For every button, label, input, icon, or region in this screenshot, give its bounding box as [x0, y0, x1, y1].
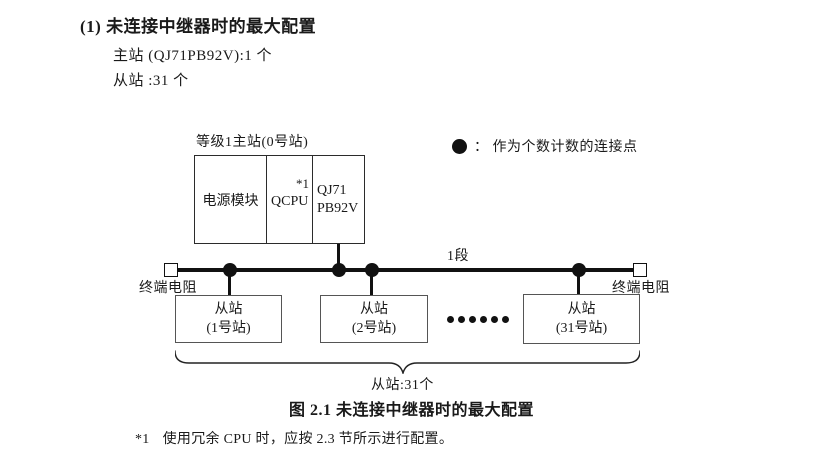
section-heading: (1) 未连接中继器时的最大配置 — [80, 17, 317, 36]
power-module-cell: 电源模块 — [195, 156, 266, 243]
footnote-text: 使用冗余 CPU 时，应按 2.3 节所示进行配置。 — [162, 432, 454, 447]
cpu-module-cell: *1 QCPU — [266, 156, 312, 243]
slave-number: (1号站) — [206, 321, 251, 336]
figure-caption: 图 2.1 未连接中继器时的最大配置 — [289, 402, 535, 419]
segment-label: 1段 — [447, 249, 469, 264]
cpu-footnote-marker: *1 — [296, 176, 309, 191]
legend-text: ： 作为个数计数的连接点 — [474, 140, 638, 155]
slave2-drop-line — [370, 270, 373, 296]
connection-dot-icon — [332, 263, 346, 277]
master-drop-line — [337, 244, 340, 270]
spec-slave-count: 从站 :31 个 — [113, 73, 189, 89]
slave-station-box-1: 从站 (1号站) — [175, 295, 282, 343]
slave-number: (31号站) — [555, 321, 608, 336]
footnote-marker: *1 — [135, 432, 150, 447]
slave-station-box-2: 从站 (2号站) — [320, 295, 428, 343]
slave-number: (2号站) — [351, 321, 397, 336]
terminator-left-icon — [164, 263, 178, 277]
cpu-module-label: QCPU — [271, 194, 309, 209]
terminator-right-icon — [633, 263, 647, 277]
connection-dot-icon — [365, 263, 379, 277]
terminator-right-label: 终端电阻 — [612, 281, 670, 296]
footnote: *1 使用冗余 CPU 时，应按 2.3 节所示进行配置。 — [135, 428, 453, 448]
slave-label: 从站 — [567, 302, 596, 317]
pb92v-module-cell: QJ71 PB92V — [312, 156, 362, 243]
legend: ： 作为个数计数的连接点 — [452, 136, 638, 156]
connection-dot-icon — [223, 263, 237, 277]
terminator-left-label: 终端电阻 — [139, 281, 197, 296]
connection-dot-icon — [572, 263, 586, 277]
slave31-drop-line — [577, 270, 580, 295]
ellipsis-dots-icon — [447, 316, 509, 323]
master-station-label: 等级1主站(0号站) — [196, 135, 309, 150]
master-station-box: 电源模块 *1 QCPU QJ71 PB92V — [194, 155, 365, 244]
brace-label: 从站:31个 — [371, 378, 434, 393]
spec-master-count: 主站 (QJ71PB92V):1 个 — [113, 48, 273, 64]
brace-under-slaves — [175, 350, 640, 374]
power-module-label: 电源模块 — [202, 193, 259, 209]
connection-point-legend-icon — [452, 138, 467, 154]
pb92v-label-line1: QJ71 — [317, 182, 347, 198]
slave-label: 从站 — [214, 302, 243, 317]
slave-station-box-31: 从站 (31号站) — [523, 294, 640, 344]
bus-segment-line — [170, 268, 639, 272]
slave-label: 从站 — [360, 302, 388, 317]
pb92v-label-line2: PB92V — [317, 200, 359, 216]
slave1-drop-line — [228, 270, 231, 296]
